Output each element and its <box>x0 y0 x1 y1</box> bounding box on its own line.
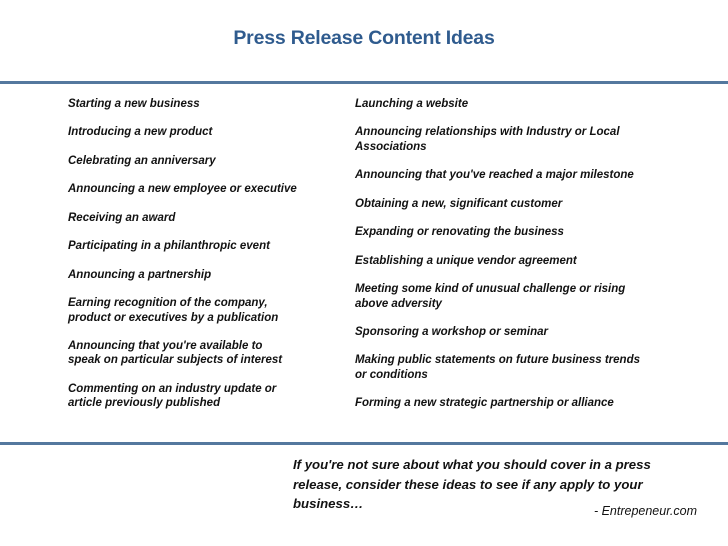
footer-note: If you're not sure about what you should… <box>293 457 651 511</box>
ideas-left-column: Starting a new business Introducing a ne… <box>68 97 360 425</box>
list-item: Meeting some kind of unusual challenge o… <box>355 283 626 310</box>
top-divider <box>0 81 728 84</box>
list-item: Announcing that you're available to spea… <box>68 340 283 367</box>
list-item: Announcing that you've reached a major m… <box>355 169 634 182</box>
list-item: Establishing a unique vendor agreement <box>355 254 577 267</box>
list-item: Launching a website <box>355 98 469 110</box>
list-item: Participating in a philanthropic event <box>68 240 270 253</box>
list-item: Celebrating an anniversary <box>68 154 216 167</box>
list-item: Introducing a new product <box>68 126 213 139</box>
list-item: Forming a new strategic partnership or a… <box>355 397 614 410</box>
list-item: Announcing a new employee or executive <box>68 183 297 196</box>
bottom-divider <box>0 442 728 445</box>
list-item: Announcing relationships with Industry o… <box>355 126 620 153</box>
list-item: Expanding or renovating the business <box>355 226 564 239</box>
list-item: Obtaining a new, significant customer <box>355 197 563 210</box>
list-item: Starting a new business <box>68 98 200 110</box>
list-item: Receiving an award <box>68 211 176 224</box>
attribution: - Entrepeneur.com <box>593 504 697 518</box>
list-item: Announcing a partnership <box>68 268 212 281</box>
list-item: Commenting on an industry update or arti… <box>68 382 277 410</box>
page-title: Press Release Content Ideas <box>233 27 495 49</box>
list-item: Sponsoring a workshop or seminar <box>355 325 548 338</box>
list-item: Making public statements on future busin… <box>355 354 640 381</box>
list-item: Earning recognition of the company, prod… <box>68 297 279 324</box>
ideas-right-column: Launching a website Announcing relations… <box>355 97 700 425</box>
